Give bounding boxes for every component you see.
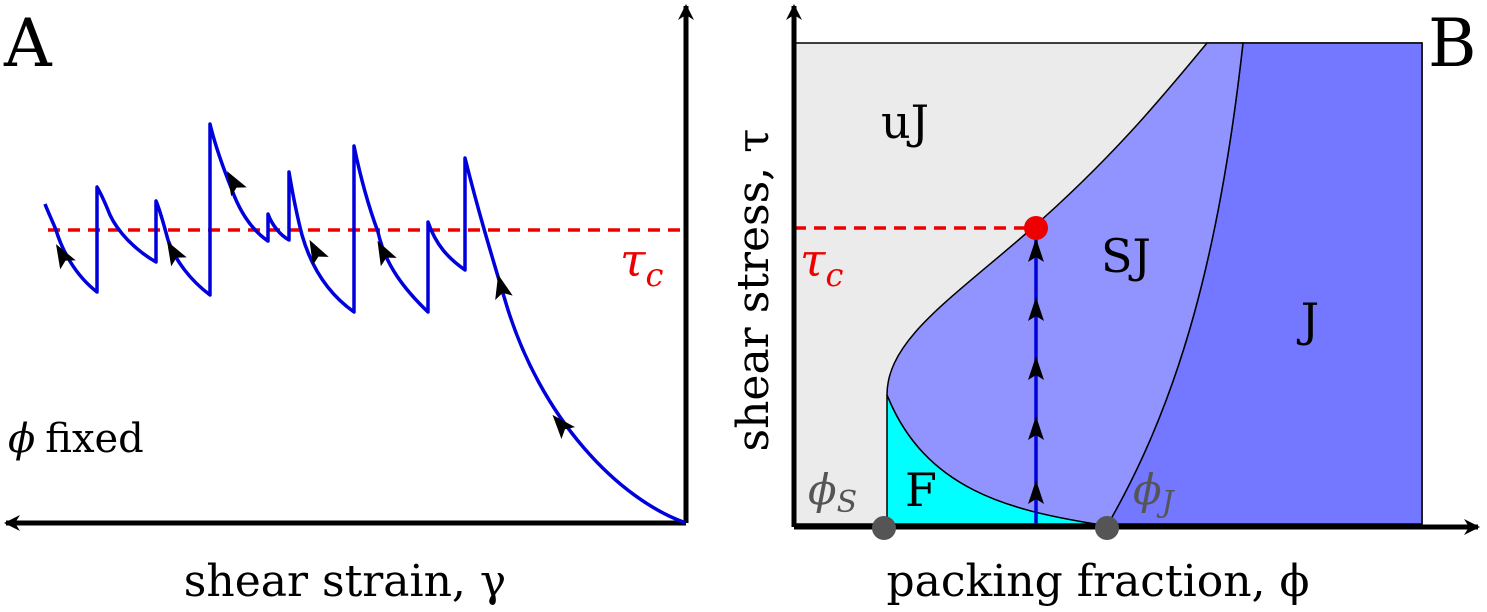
stress-strain-curve: [43, 122, 687, 525]
strain-axis-label: shear strain, γ: [184, 556, 506, 607]
arrow-head-icon: [1028, 416, 1044, 440]
trajectory-arrows: [1028, 238, 1044, 504]
phi-j-label: ϕJ: [1133, 465, 1176, 520]
stress-axis-label: shear stress, τ: [728, 128, 779, 451]
tau-c-label-b: τc: [800, 233, 843, 294]
critical-point-marker: [1024, 216, 1048, 240]
region-F-label: F: [905, 463, 937, 517]
tau-c-label-a: τc: [620, 233, 663, 294]
phi-s-label: ϕS: [808, 465, 857, 520]
arrow-head-icon: [495, 274, 513, 300]
packing-fraction-axis-label: packing fraction, ϕ: [886, 556, 1309, 607]
region-J-label: J: [1297, 293, 1319, 347]
arrow-head-icon: [552, 414, 576, 439]
region-SJ-label: SJ: [1101, 229, 1151, 283]
arrow-head-icon: [56, 244, 76, 270]
arrow-head-icon: [1028, 297, 1044, 321]
arrow-head-icon: [309, 239, 329, 266]
phi-s-marker: [872, 516, 896, 540]
phi-j-marker: [1095, 516, 1119, 540]
arrow-head-icon: [167, 241, 187, 267]
panel-a-letter: A: [3, 5, 53, 82]
panel-b-letter: B: [1428, 5, 1477, 82]
region-F: [886, 394, 1096, 525]
arrow-head-icon: [377, 240, 397, 267]
arrow-head-icon: [227, 171, 247, 197]
curve-direction-arrows: [56, 171, 576, 439]
arrow-head-icon: [1028, 356, 1044, 380]
arrow-head-icon: [1028, 480, 1044, 504]
region-uJ-label: uJ: [881, 95, 929, 149]
arrow-head-icon: [1028, 238, 1044, 262]
panel-b: B uJ SJ J F τc: [728, 4, 1480, 607]
